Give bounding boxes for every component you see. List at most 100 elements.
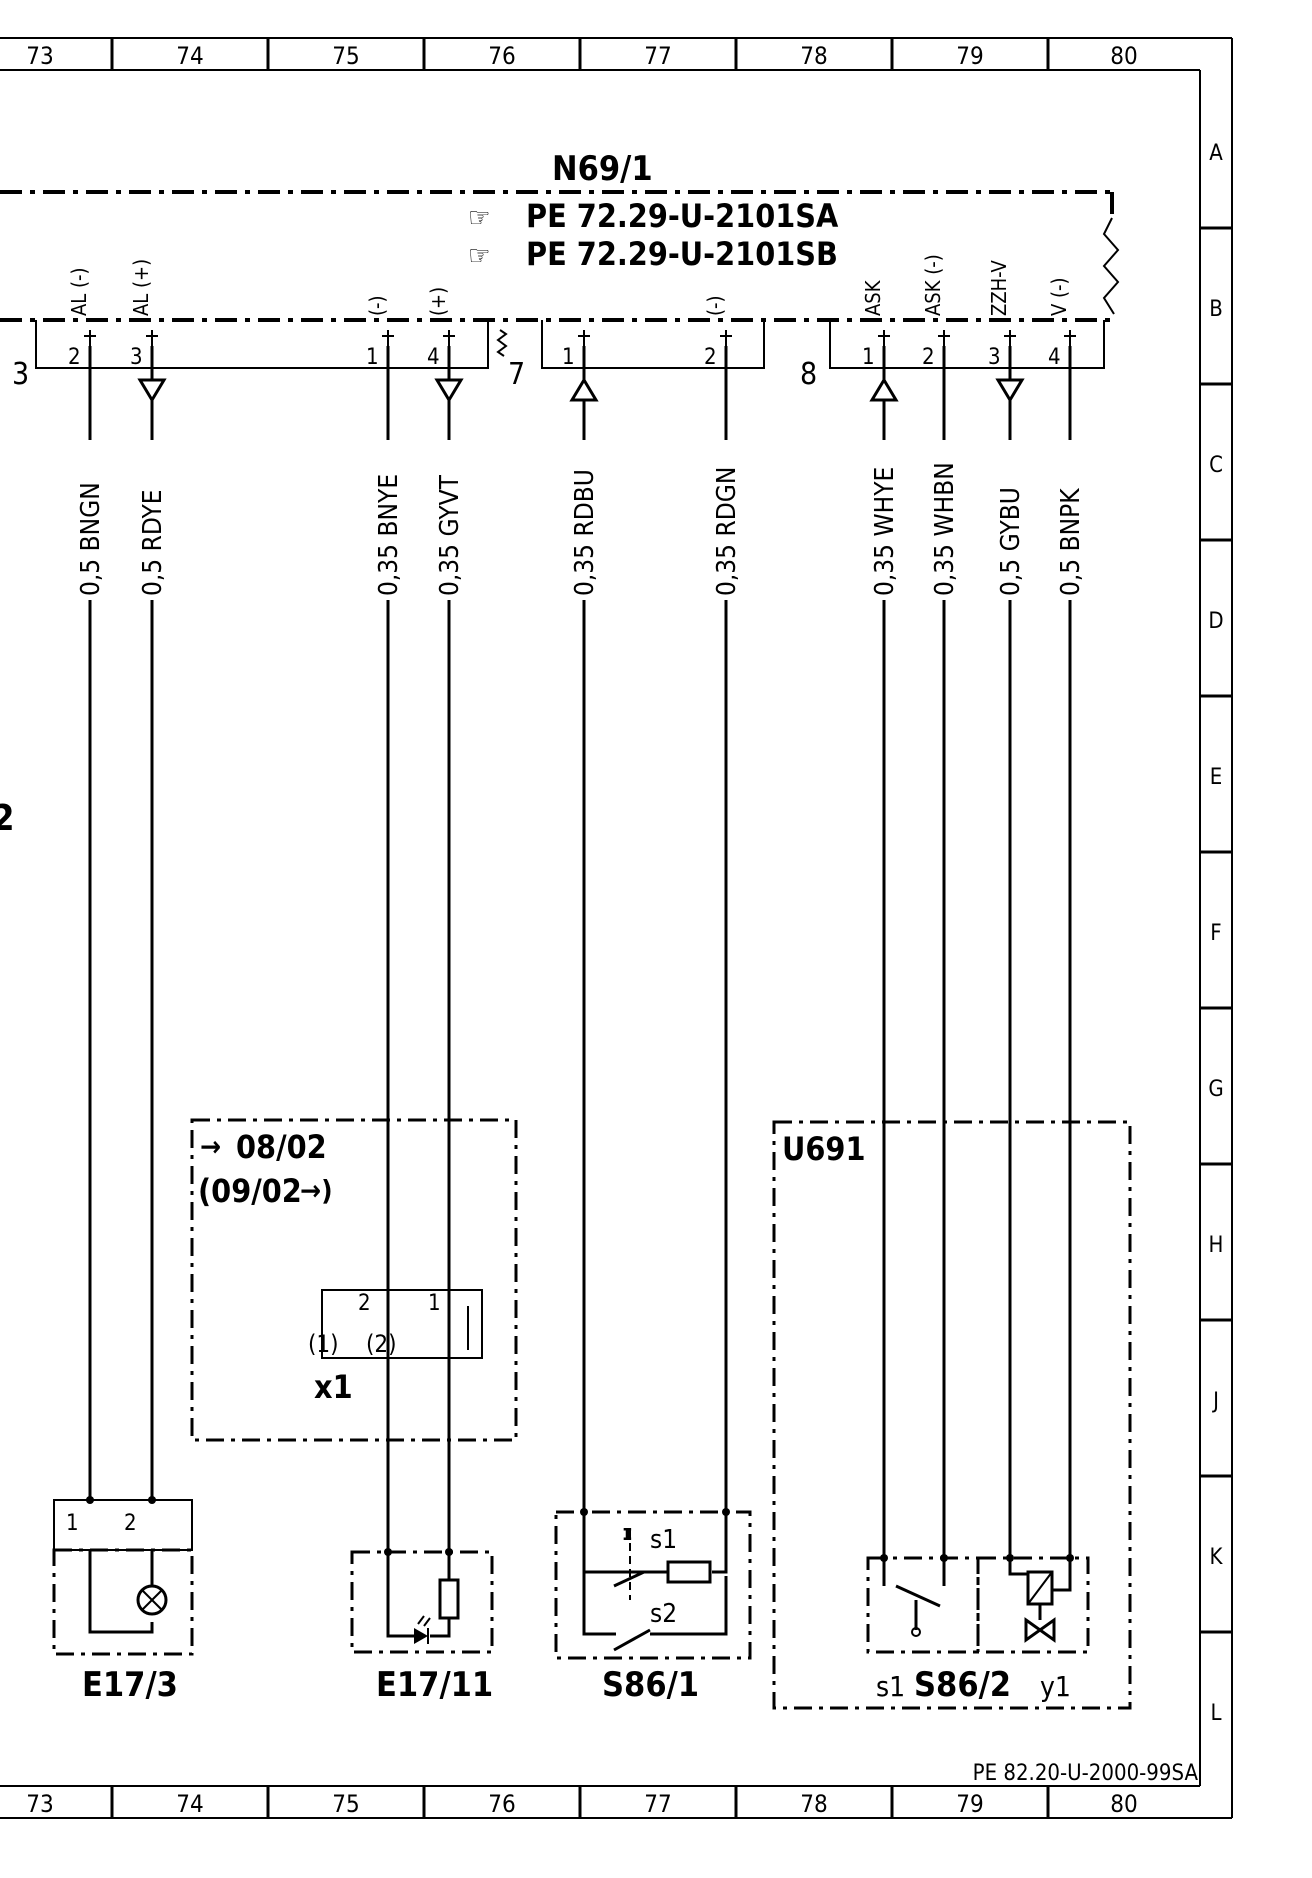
label-mask — [138, 440, 166, 600]
row-label: E — [1210, 765, 1223, 790]
frame — [0, 37, 1233, 1819]
svg-text:☞: ☞ — [468, 239, 491, 272]
wire-4: 4 (+) 0,35 GYVT — [426, 287, 465, 1556]
pin-socket-icon — [1064, 330, 1076, 346]
col-label: 76 — [488, 1790, 515, 1818]
row-label: F — [1210, 921, 1221, 946]
valve-icon — [1008, 1558, 1072, 1643]
reference-link[interactable]: PE 72.29-U-2101SB — [526, 235, 838, 273]
row-label: L — [1210, 1701, 1221, 1726]
label-mask — [712, 440, 740, 600]
pin-socket-icon — [938, 330, 950, 346]
wire-1: 2 AL (-) 0,5 BNGN — [67, 267, 106, 1504]
wire-spec-label: 0,5 BNPK — [1056, 488, 1086, 596]
module-u691: U691 — [772, 1120, 1132, 1710]
pin-number: 2 — [68, 345, 81, 370]
led-icon — [414, 1615, 431, 1644]
reference-link[interactable]: PE 72.29-U-2101SA — [526, 197, 839, 235]
signal-label: AL (-) — [67, 267, 91, 316]
row-label: J — [1211, 1389, 1219, 1414]
resistor-symbol — [438, 1578, 460, 1620]
col-label: 74 — [176, 1790, 203, 1818]
pin-label: (2) — [366, 1330, 397, 1358]
edge-digit: 3 — [12, 357, 29, 392]
row-label: C — [1209, 453, 1223, 478]
wire-2: 3AL (+)0,5 RDYE — [129, 259, 168, 1504]
pin-number: 3 — [988, 345, 1001, 370]
label-mask — [870, 440, 898, 600]
wire-6: 2 (-) 0,35 RDGN — [703, 295, 742, 1516]
contact-label: s1 — [650, 1525, 677, 1555]
col-label: 80 — [1110, 1790, 1137, 1818]
label-mask — [930, 440, 958, 600]
signal-label: (+) — [426, 287, 450, 316]
svg-text:ɪ: ɪ — [622, 1521, 633, 1546]
connector-brackets — [35, 320, 1105, 369]
col-label: 73 — [26, 1790, 53, 1818]
pin-socket-icon — [720, 330, 732, 346]
pin-number: 4 — [427, 345, 440, 370]
wire-spec-label: 0,35 GYVT — [435, 474, 465, 596]
signal-label: V (-) — [1047, 277, 1071, 316]
component-s86-2: s1 S86/2 y1 — [866, 1556, 1090, 1705]
footer-reference: PE 82.20-U-2000-99SA — [973, 1761, 1199, 1786]
wire-spec-label: 0,35 BNYE — [374, 474, 404, 596]
col-label: 80 — [1110, 42, 1137, 70]
row-label: B — [1209, 297, 1223, 322]
label-mask — [374, 440, 402, 600]
arrow-up-icon — [569, 377, 599, 402]
pin-number: 2 — [704, 345, 717, 370]
col-label: 76 — [488, 42, 515, 70]
pin-number: 1 — [862, 345, 875, 370]
connector-label: 8 — [800, 357, 817, 392]
signal-label: (-) — [365, 295, 389, 316]
pin-socket-icon — [443, 330, 455, 346]
col-label: 75 — [332, 1790, 359, 1818]
col-label: 75 — [332, 42, 359, 70]
pin-label: 1 — [428, 1291, 441, 1316]
edge-mark: 2 — [0, 798, 15, 839]
col-label: 78 — [800, 1790, 827, 1818]
arrow-down-icon — [995, 378, 1025, 403]
wire-spec-label: 0,35 RDGN — [712, 467, 742, 596]
contact-label: y1 — [1040, 1670, 1071, 1703]
arrow-down-icon — [434, 378, 464, 403]
pin-number: 2 — [922, 345, 935, 370]
pin-number: 1 — [366, 345, 379, 370]
wire-3: 1 (-) 0,35 BNYE — [365, 295, 404, 1556]
pointing-hand-icon: ☞ — [468, 239, 491, 272]
component-e17-11: E17/11 — [350, 1550, 494, 1705]
control-unit-n69-1: N69/1 ☞ PE 72.29-U-2101SA ☞ PE 72.29-U-2… — [0, 149, 1120, 322]
col-label: 79 — [956, 42, 983, 70]
row-label: G — [1208, 1077, 1223, 1102]
contact-label: s1 — [876, 1670, 905, 1703]
row-label: D — [1208, 609, 1223, 634]
wires: 2 AL (-) 0,5 BNGN 3AL (+)0,5 RDYE 1 (-) 0,35 B… — [67, 254, 1086, 1562]
label-mask — [996, 440, 1024, 600]
variant-line-2: (09/02 — [198, 1172, 302, 1210]
pin-socket-icon — [146, 330, 158, 346]
pin-label: (1) — [308, 1330, 339, 1358]
wire-5: 10,35 RDBU — [562, 330, 600, 1516]
wire-spec-label: 0,35 RDBU — [570, 469, 600, 596]
label-mask — [570, 440, 598, 600]
variant-box: → 08/02 (09/02 →) x1 2 (1) 1 (2) — [190, 1118, 518, 1442]
col-label: 78 — [800, 42, 827, 70]
component-s86-1: ɪ s1 s2 S86/1 — [554, 1510, 752, 1705]
arrow-down-icon — [137, 378, 167, 403]
control-unit-label: N69/1 — [552, 149, 653, 189]
component-label: S86/1 — [602, 1665, 699, 1705]
arrow-right-icon: → — [200, 1130, 221, 1163]
signal-label: (-) — [703, 295, 727, 316]
variant-line-1: 08/02 — [236, 1128, 327, 1166]
signal-label: ASK (-) — [921, 254, 945, 316]
wire-spec-label: 0,5 BNGN — [76, 482, 106, 596]
row-label: K — [1210, 1545, 1224, 1570]
signal-label: ZZH-V — [987, 259, 1011, 316]
col-label: 79 — [956, 1790, 983, 1818]
connector-label: 7 — [508, 357, 525, 392]
wire-spec-label: 0,35 WHYE — [870, 467, 900, 596]
pin-socket-icon — [382, 330, 394, 346]
